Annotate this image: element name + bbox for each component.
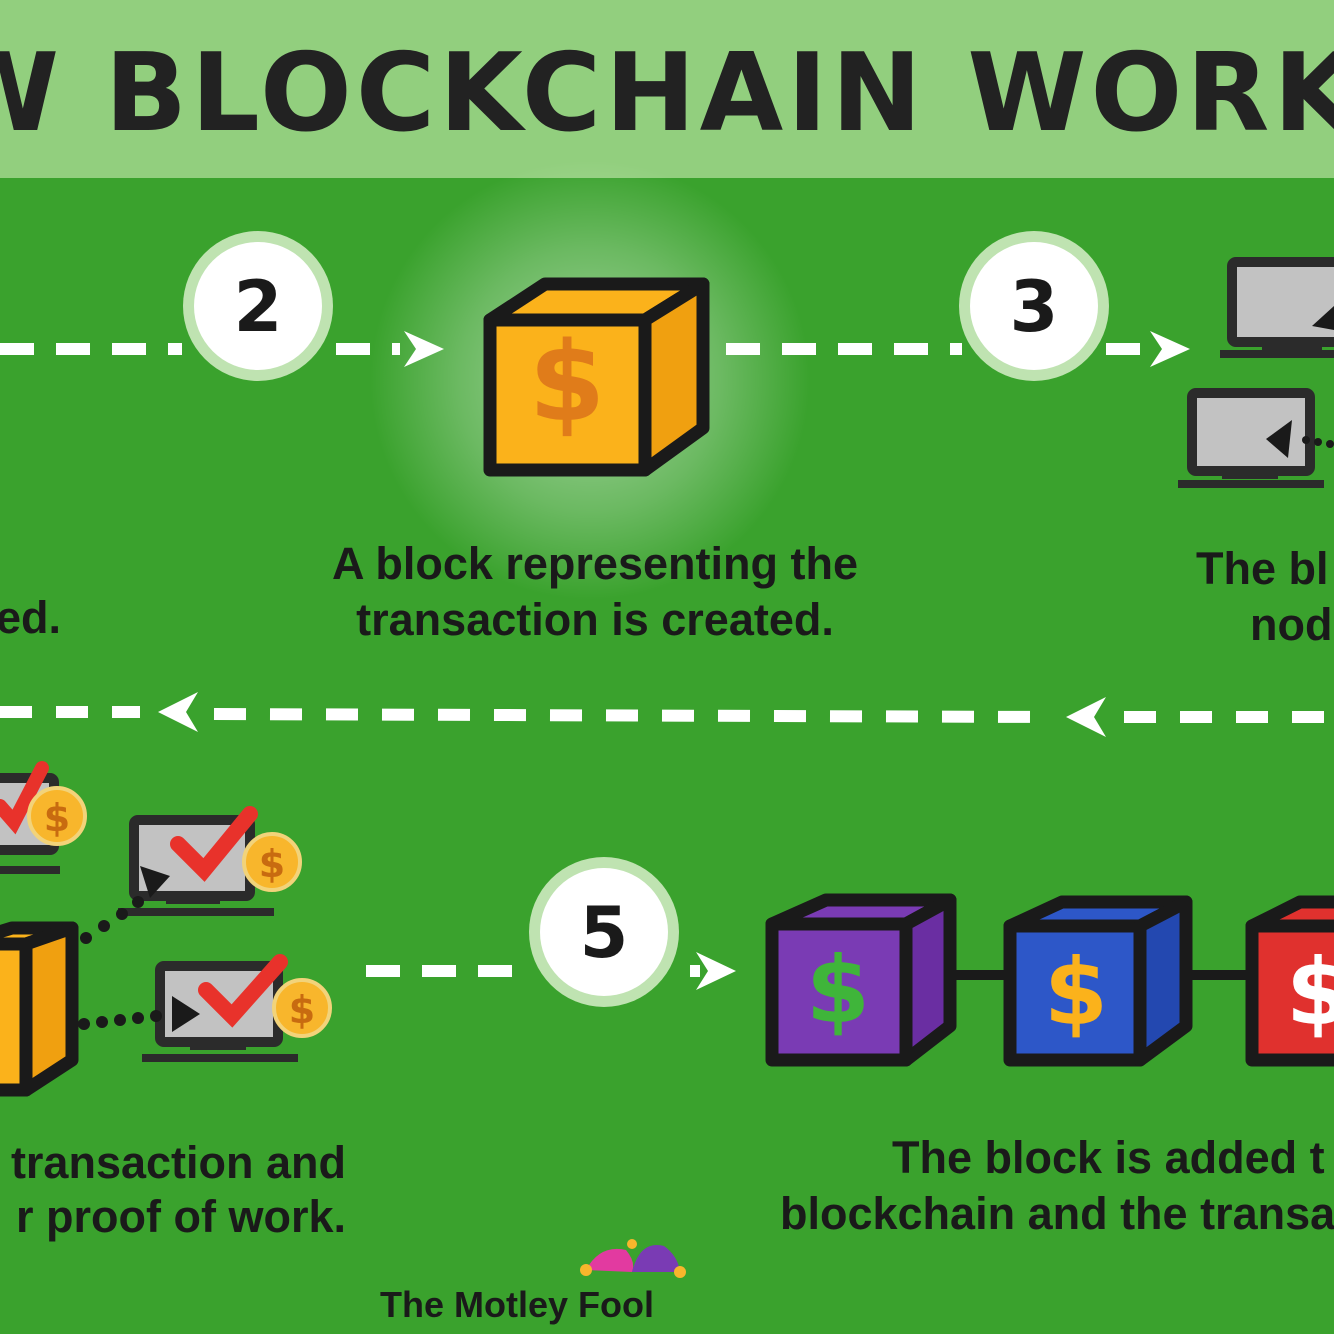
- red-block-icon: $: [1245, 895, 1334, 1067]
- computer-icon: $: [118, 806, 302, 916]
- svg-text:$: $: [1286, 939, 1334, 1046]
- step-2-caption: A block representing the transaction is …: [300, 536, 890, 648]
- page-title: W BLOCKCHAIN WORKS: [0, 31, 1334, 156]
- step-4-caption-line: transaction and: [10, 1137, 346, 1188]
- computer-icon: $: [0, 761, 87, 874]
- checkmark-icon: [198, 954, 288, 1028]
- dollar-block-icon: $: [483, 277, 710, 477]
- blue-block-icon: $: [1003, 895, 1193, 1067]
- step-5-caption: The block is added t blockchain and the …: [780, 1130, 1334, 1242]
- dollar-block-icon: [0, 921, 79, 1097]
- step-2-caption-line: A block representing the: [332, 538, 858, 589]
- svg-text:$: $: [44, 796, 70, 840]
- step-5-number: 5: [580, 892, 629, 974]
- checkmark-icon: [0, 761, 49, 835]
- step-2-number: 2: [234, 266, 283, 348]
- step-4-caption-line: r proof of work.: [16, 1191, 346, 1242]
- step-5-caption-line: The block is added t: [892, 1132, 1325, 1183]
- computer-icon: [1178, 388, 1334, 488]
- brand-logo-text: The Motley Fool: [380, 1284, 654, 1325]
- step-3-caption: The bl nod: [1192, 541, 1332, 653]
- svg-text:$: $: [529, 318, 606, 446]
- step-2-badge: 2: [183, 231, 333, 381]
- step-1-caption: ed.: [0, 592, 62, 643]
- svg-text:$: $: [806, 937, 870, 1044]
- arrow-icon: [696, 952, 736, 990]
- svg-text:$: $: [289, 988, 315, 1032]
- coin-icon: [242, 832, 302, 892]
- step-3-caption-line: The bl: [1195, 543, 1329, 594]
- jester-hat-icon: [580, 1239, 686, 1278]
- svg-text:$: $: [259, 842, 285, 886]
- step-5-caption-line: blockchain and the transa: [780, 1188, 1334, 1239]
- step-5-badge: 5: [529, 857, 679, 1007]
- coin-icon: [272, 978, 332, 1038]
- computer-icon: [1220, 257, 1334, 358]
- dotted-links: [78, 896, 162, 1030]
- step-3-badge: 3: [959, 231, 1109, 381]
- step-3-caption-line: nod: [1250, 599, 1333, 650]
- svg-text:$: $: [1044, 939, 1108, 1046]
- purple-block-icon: $: [765, 893, 957, 1067]
- computer-icon: $: [142, 954, 332, 1062]
- coin-icon: [27, 786, 87, 846]
- header-band: W BLOCKCHAIN WORKS: [0, 0, 1334, 178]
- arrow-icon: [158, 692, 1106, 737]
- step-4-caption: transaction and r proof of work.: [0, 1136, 346, 1244]
- step-3-number: 3: [1010, 266, 1059, 348]
- arrow-icon: [404, 331, 1190, 367]
- return-connector: [0, 706, 1334, 723]
- checkmark-icon: [170, 806, 258, 882]
- step-2-caption-line: transaction is created.: [356, 594, 834, 645]
